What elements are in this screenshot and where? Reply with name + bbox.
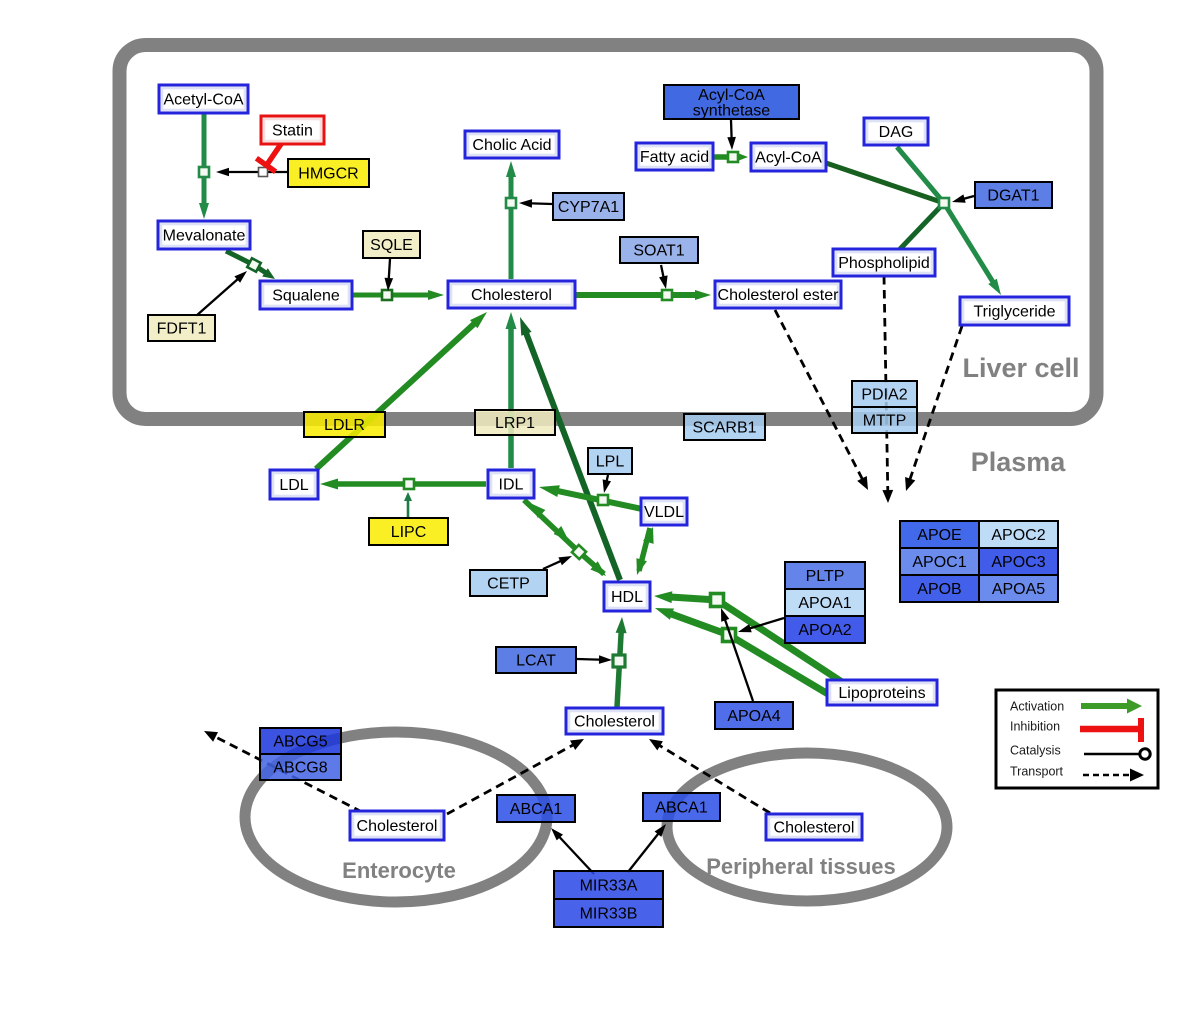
svg-text:Phospholipid: Phospholipid xyxy=(838,255,930,272)
svg-text:LIPC: LIPC xyxy=(391,524,427,541)
svg-text:APOA2: APOA2 xyxy=(798,622,851,639)
svg-text:Liver cell: Liver cell xyxy=(962,353,1079,383)
svg-text:MIR33A: MIR33A xyxy=(580,878,638,895)
svg-text:MTTP: MTTP xyxy=(863,413,907,430)
svg-text:APOC3: APOC3 xyxy=(991,554,1045,571)
svg-text:APOA4: APOA4 xyxy=(727,708,780,725)
svg-text:ABCG8: ABCG8 xyxy=(273,760,327,777)
svg-text:SQLE: SQLE xyxy=(370,237,413,254)
svg-text:CYP7A1: CYP7A1 xyxy=(558,199,619,216)
svg-text:APOB: APOB xyxy=(917,581,961,598)
svg-text:ABCA1: ABCA1 xyxy=(655,800,708,817)
svg-text:Peripheral tissues: Peripheral tissues xyxy=(706,854,896,879)
svg-text:Triglyceride: Triglyceride xyxy=(973,304,1055,321)
svg-text:Statin: Statin xyxy=(272,123,313,140)
svg-text:LDLR: LDLR xyxy=(324,417,365,434)
svg-text:DAG: DAG xyxy=(879,124,914,141)
svg-text:SCARB1: SCARB1 xyxy=(692,420,756,437)
svg-text:Cholesterol ester: Cholesterol ester xyxy=(718,287,840,304)
svg-text:ABCG5: ABCG5 xyxy=(273,734,327,751)
svg-text:LPL: LPL xyxy=(596,454,625,471)
svg-text:Catalysis: Catalysis xyxy=(1010,744,1061,758)
svg-text:Activation: Activation xyxy=(1010,700,1064,714)
svg-text:FDFT1: FDFT1 xyxy=(157,321,207,338)
svg-text:Mevalonate: Mevalonate xyxy=(163,228,246,245)
svg-text:APOA1: APOA1 xyxy=(798,595,851,612)
svg-text:Cholesterol: Cholesterol xyxy=(471,287,552,304)
svg-text:PLTP: PLTP xyxy=(806,568,845,585)
svg-text:Transport: Transport xyxy=(1010,765,1064,779)
svg-text:Cholesterol: Cholesterol xyxy=(574,714,655,731)
svg-text:APOE: APOE xyxy=(917,527,961,544)
svg-text:APOC2: APOC2 xyxy=(991,527,1045,544)
svg-text:Inhibition: Inhibition xyxy=(1010,720,1060,734)
svg-text:Cholesterol: Cholesterol xyxy=(774,820,855,837)
svg-text:VLDL: VLDL xyxy=(644,504,684,521)
svg-text:Fatty acid: Fatty acid xyxy=(640,149,709,166)
svg-text:HMGCR: HMGCR xyxy=(298,166,358,183)
svg-text:LCAT: LCAT xyxy=(516,653,556,670)
svg-text:MIR33B: MIR33B xyxy=(580,906,638,923)
svg-text:APOA5: APOA5 xyxy=(992,581,1045,598)
svg-text:Acyl-CoA: Acyl-CoA xyxy=(698,87,765,104)
svg-text:Plasma: Plasma xyxy=(971,447,1067,477)
svg-text:Enterocyte: Enterocyte xyxy=(342,858,456,883)
svg-text:APOC1: APOC1 xyxy=(912,554,966,571)
svg-text:ABCA1: ABCA1 xyxy=(510,801,563,818)
svg-text:IDL: IDL xyxy=(499,477,524,494)
svg-text:LRP1: LRP1 xyxy=(495,415,535,432)
svg-text:LDL: LDL xyxy=(279,477,308,494)
svg-text:SOAT1: SOAT1 xyxy=(633,243,684,260)
svg-text:HDL: HDL xyxy=(611,589,643,606)
svg-text:DGAT1: DGAT1 xyxy=(987,188,1039,205)
svg-text:Lipoproteins: Lipoproteins xyxy=(838,685,925,702)
svg-text:CETP: CETP xyxy=(487,576,530,593)
svg-text:Acyl-CoA: Acyl-CoA xyxy=(755,150,822,167)
svg-text:Squalene: Squalene xyxy=(272,288,340,305)
svg-text:Cholic Acid: Cholic Acid xyxy=(472,137,551,154)
svg-text:synthetase: synthetase xyxy=(693,103,770,120)
svg-text:PDIA2: PDIA2 xyxy=(861,387,907,404)
svg-text:Cholesterol: Cholesterol xyxy=(357,818,438,835)
svg-text:Acetyl-CoA: Acetyl-CoA xyxy=(163,92,243,109)
